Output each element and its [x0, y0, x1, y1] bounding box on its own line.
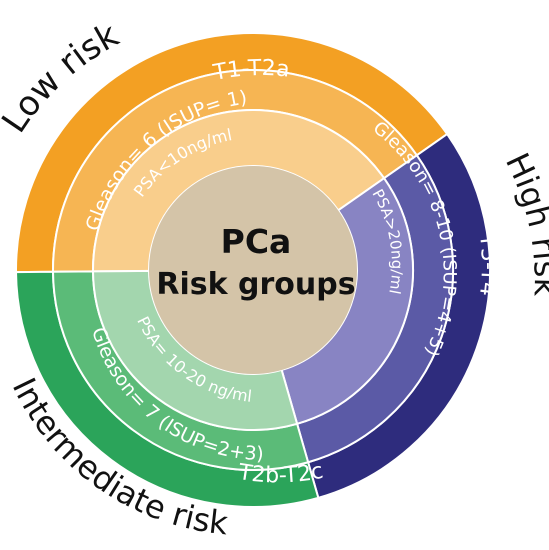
high-risk-title: High risk [498, 147, 549, 297]
center-disc [149, 166, 357, 374]
high-risk-stage: T3-T4 [474, 232, 501, 298]
center-title: PCa [221, 222, 292, 261]
center-subtitle: Risk groups [156, 267, 355, 302]
low-risk-stage: T1-T2a [211, 56, 291, 86]
